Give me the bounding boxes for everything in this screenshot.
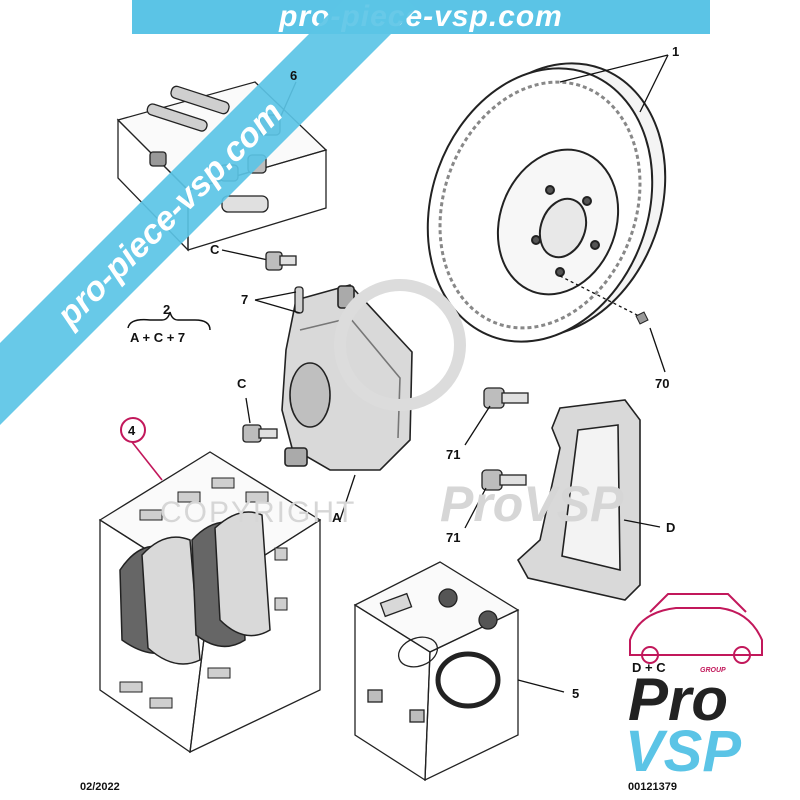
- copyright-watermark-circle: [334, 279, 466, 411]
- brand-watermark: ProVSP: [440, 476, 624, 532]
- disc-callout-lines: [559, 54, 669, 373]
- brace-2: [127, 311, 211, 331]
- pad-clips: [119, 477, 288, 709]
- top-banner: [132, 0, 710, 34]
- callout-circle-4: [120, 417, 146, 443]
- footer-date: 02/2022: [80, 781, 120, 793]
- disc-screw-70: [635, 311, 649, 325]
- callout-c-top: C: [210, 242, 220, 257]
- callout-line-5: [517, 679, 565, 693]
- callout-d-c: D + C: [632, 660, 666, 675]
- brake-pads: [119, 511, 271, 665]
- bleed-screw-7: [294, 286, 304, 314]
- caliper-bracket: [516, 399, 641, 601]
- callout-71-bottom: 71: [446, 530, 461, 545]
- bolt-c-mid: [242, 424, 278, 443]
- callout-70: 70: [655, 376, 670, 391]
- bolts-71: [481, 387, 529, 491]
- callout-arrow-4: [131, 441, 163, 481]
- callout-1: 1: [672, 44, 680, 59]
- callout-7: 7: [241, 292, 249, 307]
- callout-lines-bracket: [464, 405, 661, 529]
- brake-disc: [426, 62, 667, 343]
- seal-kit-box: [353, 561, 520, 782]
- copyright-watermark: COPYRIGHT: [160, 496, 357, 529]
- callout-lines-caliper: [221, 249, 356, 521]
- logo-vsp: VSP: [625, 719, 742, 784]
- footer-reference: 00121379: [628, 781, 677, 793]
- callout-6: 6: [290, 68, 298, 83]
- callout-71-top: 71: [446, 447, 461, 462]
- callout-d: D: [666, 520, 676, 535]
- callout-4: 4: [128, 423, 136, 438]
- logo-group-label: GROUP: [700, 667, 726, 674]
- callout-2: 2: [163, 302, 171, 317]
- top-banner-text: pro-piece-vsp.com: [279, 0, 563, 33]
- callout-a: A: [332, 510, 342, 525]
- callout-5: 5: [572, 686, 580, 701]
- callout-c-mid: C: [237, 376, 247, 391]
- bolt-c-top: [265, 251, 297, 271]
- car-logo: [629, 593, 763, 664]
- logo-pro: Pro: [628, 666, 729, 733]
- callout-2-formula: A + C + 7: [130, 330, 186, 345]
